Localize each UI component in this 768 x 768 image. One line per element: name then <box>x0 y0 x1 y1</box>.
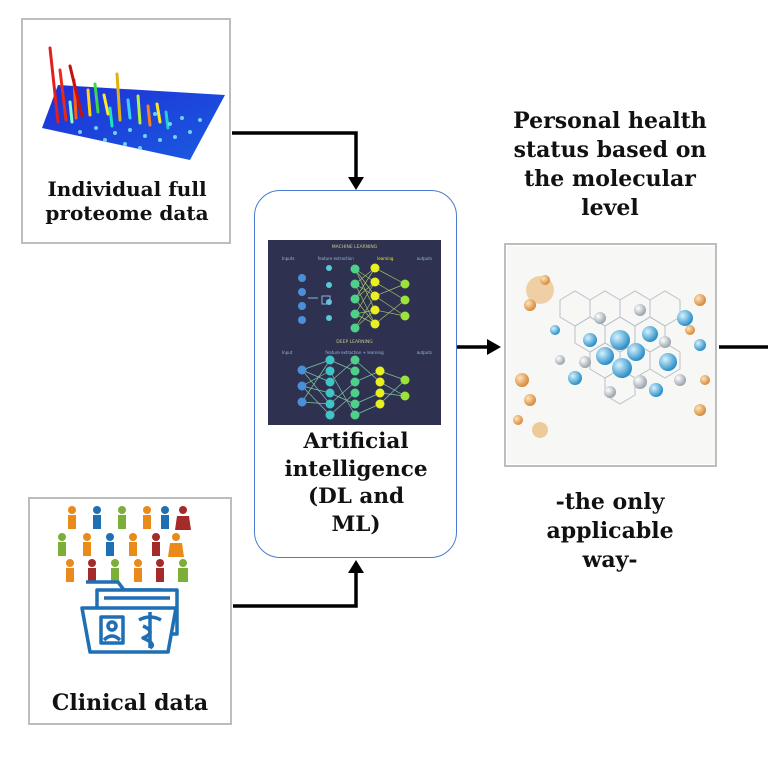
arrow-proteome-to-ai <box>232 131 358 178</box>
result-title-line3: the molecular <box>524 166 696 193</box>
ai-label: Artificial intelligence (DL and ML) <box>256 428 456 538</box>
ml-step-feature: feature extraction <box>317 256 354 261</box>
result-title-line1: Personal health <box>513 108 707 134</box>
clinical-label: Clinical data <box>51 690 209 716</box>
dl-step-feature-learning: feature extraction + learning <box>325 350 384 355</box>
molecular-panel <box>504 243 717 467</box>
result-note-line2: applicable <box>546 518 674 545</box>
result-title-line2: status based on <box>513 137 707 164</box>
arrowhead-down-icon <box>348 177 364 190</box>
ml-step-learning: learning <box>377 256 394 261</box>
proteome-label-line1: Individual full <box>47 177 207 201</box>
ml-steps: Inputs feature extraction learning outpu… <box>282 256 432 261</box>
dl-heading: DEEP LEARNING <box>336 340 373 345</box>
ai-label-line3: (DL and <box>307 484 404 510</box>
result-note: -the only applicable way- <box>504 488 716 575</box>
ai-label-line1: Artificial <box>303 429 409 454</box>
result-title-line4: level <box>581 195 639 222</box>
arrowhead-up-icon <box>348 560 364 573</box>
dl-step-input: Input <box>282 350 293 355</box>
arrow-clinical-to-ai <box>233 572 358 608</box>
ml-step-outputs: outputs <box>416 256 432 261</box>
proteome-label-line2: proteome data <box>45 201 209 225</box>
result-note-line1: -the only <box>555 489 665 515</box>
result-note-line3: way- <box>582 547 638 574</box>
result-title: Personal health status based on the mole… <box>492 107 728 223</box>
ai-label-line2: intelligence <box>284 456 428 482</box>
dl-step-outputs: outputs <box>416 350 432 355</box>
ml-step-inputs: Inputs <box>282 256 295 261</box>
dl-steps: Input feature extraction + learning outp… <box>282 350 432 355</box>
ml-heading: MACHINE LEARNING <box>331 245 378 250</box>
proteome-label: Individual full proteome data <box>24 177 230 225</box>
arrowhead-right-icon <box>487 339 501 355</box>
ai-label-line4: ML) <box>331 511 381 537</box>
